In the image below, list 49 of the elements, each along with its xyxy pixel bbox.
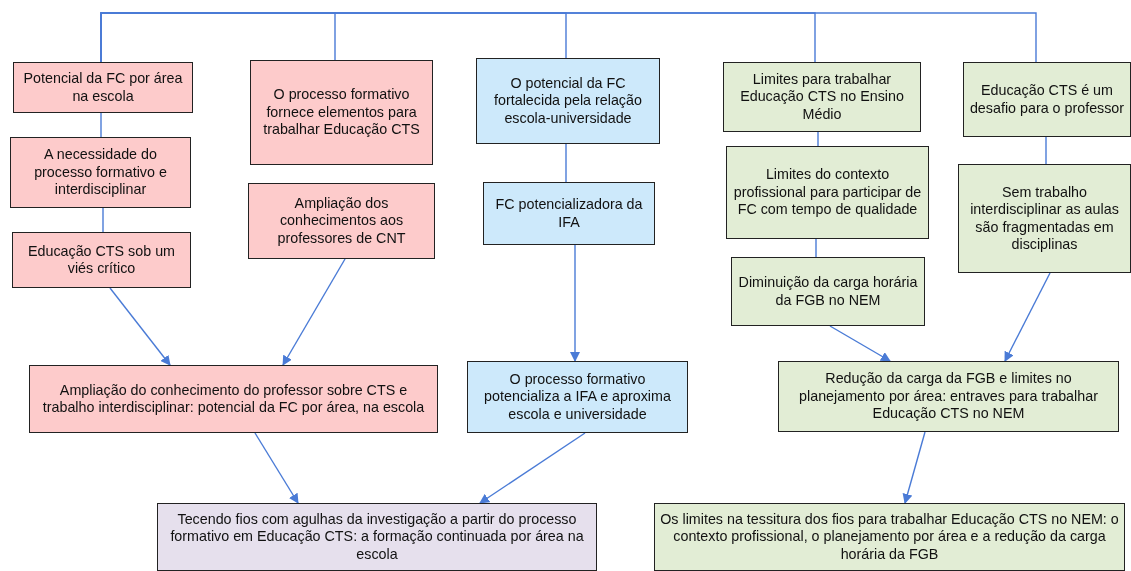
arrow <box>829 325 891 362</box>
box-text: Diminuição da carga horária da FGB no NEM <box>737 274 919 309</box>
connector-line <box>100 12 1037 63</box>
box-text: FC potencializadora da IFA <box>494 196 644 231</box>
concept-box <box>654 503 1125 571</box>
connector-line <box>100 112 102 138</box>
box-text: Os limites na tessitura dos fios para trabalhar Educação CTS no NEM: o contexto profissional, o planejamento por área e a redução da carga horária da FGB <box>659 510 1120 564</box>
box-text: Educação CTS é um desafio para o professor <box>968 82 1126 117</box>
box-text: Tecendo fios com agulhas da investigação a partir do processo formativo em Educação CTS: a formação continuada por área na escola <box>169 510 585 564</box>
concept-box <box>29 365 438 433</box>
arrow <box>1004 272 1051 362</box>
concept-box <box>963 62 1131 137</box>
box-text: Sem trabalho interdisciplinar as aulas são fragmentadas em disciplinas <box>969 183 1120 254</box>
box-text: Potencial da FC por área na escola <box>22 70 184 105</box>
box-text: A necessidade do processo formativo e interdisciplinar <box>33 146 168 199</box>
concept-box <box>467 361 688 433</box>
concept-box <box>10 137 191 208</box>
arrow <box>570 244 580 362</box>
concept-box <box>731 257 925 326</box>
connector-line <box>817 131 819 147</box>
box-text: Redução da carga da FGB e limites no planejamento por área: entraves para trabalhar Educação CTS no NEM <box>798 370 1099 423</box>
box-text: Ampliação dos conhecimentos aos professores de CNT <box>276 194 407 248</box>
box-text: O processo formativo potencializa a IFA e aproxima escola e universidade <box>483 370 672 424</box>
concept-box <box>12 232 191 288</box>
box-text: Limites do contexto profissional para participar de FC com tempo de qualidade <box>732 166 923 219</box>
concept-box <box>13 62 193 113</box>
connector-line <box>565 143 567 183</box>
box-text: O potencial da FC fortalecida pela relação escola-universidade <box>493 74 643 128</box>
arrow <box>254 432 299 504</box>
connector-line <box>102 207 104 233</box>
concept-box <box>248 183 435 259</box>
arrow <box>902 431 926 504</box>
concept-box <box>157 503 597 571</box>
box-text: Limites para trabalhar Educação CTS no Ensino Médio <box>739 70 905 124</box>
arrow <box>282 258 346 366</box>
arrow <box>479 432 586 504</box>
concept-box <box>958 164 1131 273</box>
concept-box <box>476 58 660 144</box>
arrow <box>109 287 171 366</box>
box-text: Ampliação do conhecimento do professor sobre CTS e trabalho interdisciplinar: potencial da FC por área, na escola <box>41 381 426 417</box>
box-text: Educação CTS sob um viés crítico <box>27 242 176 278</box>
connector-line <box>815 238 817 258</box>
concept-box <box>726 146 929 239</box>
concept-box <box>483 182 655 245</box>
concept-box <box>250 60 433 165</box>
box-text: O processo formativo fornece elementos para trabalhar Educação CTS <box>262 86 421 139</box>
concept-box <box>778 361 1119 432</box>
connector-line <box>1045 136 1047 165</box>
concept-box <box>723 62 921 132</box>
